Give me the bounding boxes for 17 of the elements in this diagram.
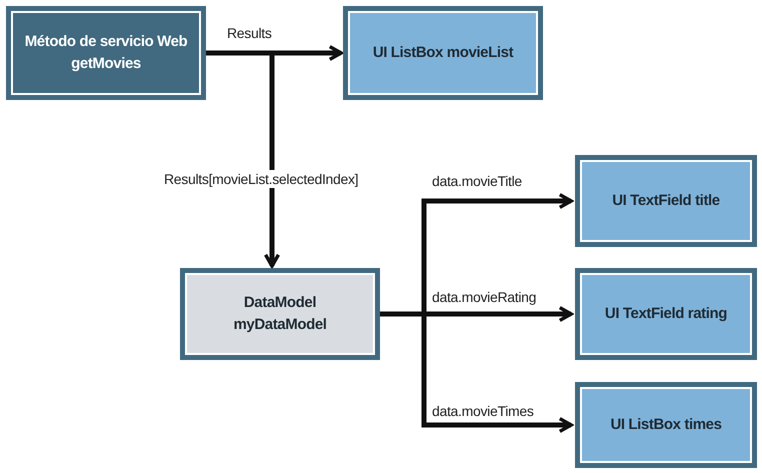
process-box bbox=[6, 6, 206, 100]
process-box bbox=[343, 6, 543, 100]
edge-label: data.movieRating bbox=[432, 288, 536, 306]
box-label: UI TextField title bbox=[612, 191, 720, 211]
edge-label: Results[movieList.selectedIndex] bbox=[162, 170, 360, 188]
edge-label: data.movieTitle bbox=[432, 172, 522, 190]
process-box bbox=[180, 268, 380, 360]
process-box bbox=[575, 268, 757, 360]
edge-label: data.movieTimes bbox=[432, 402, 534, 420]
box-label: DataModel myDataModel bbox=[232, 293, 328, 335]
box-label: Método de servicio Web getMovies bbox=[24, 32, 188, 74]
box-label: UI TextField rating bbox=[604, 304, 728, 324]
process-box bbox=[575, 155, 757, 247]
process-box bbox=[575, 382, 757, 468]
box-label: UI ListBox times bbox=[610, 415, 722, 435]
box-label: UI ListBox movieList bbox=[372, 43, 514, 63]
edge-label: Results bbox=[227, 24, 272, 42]
